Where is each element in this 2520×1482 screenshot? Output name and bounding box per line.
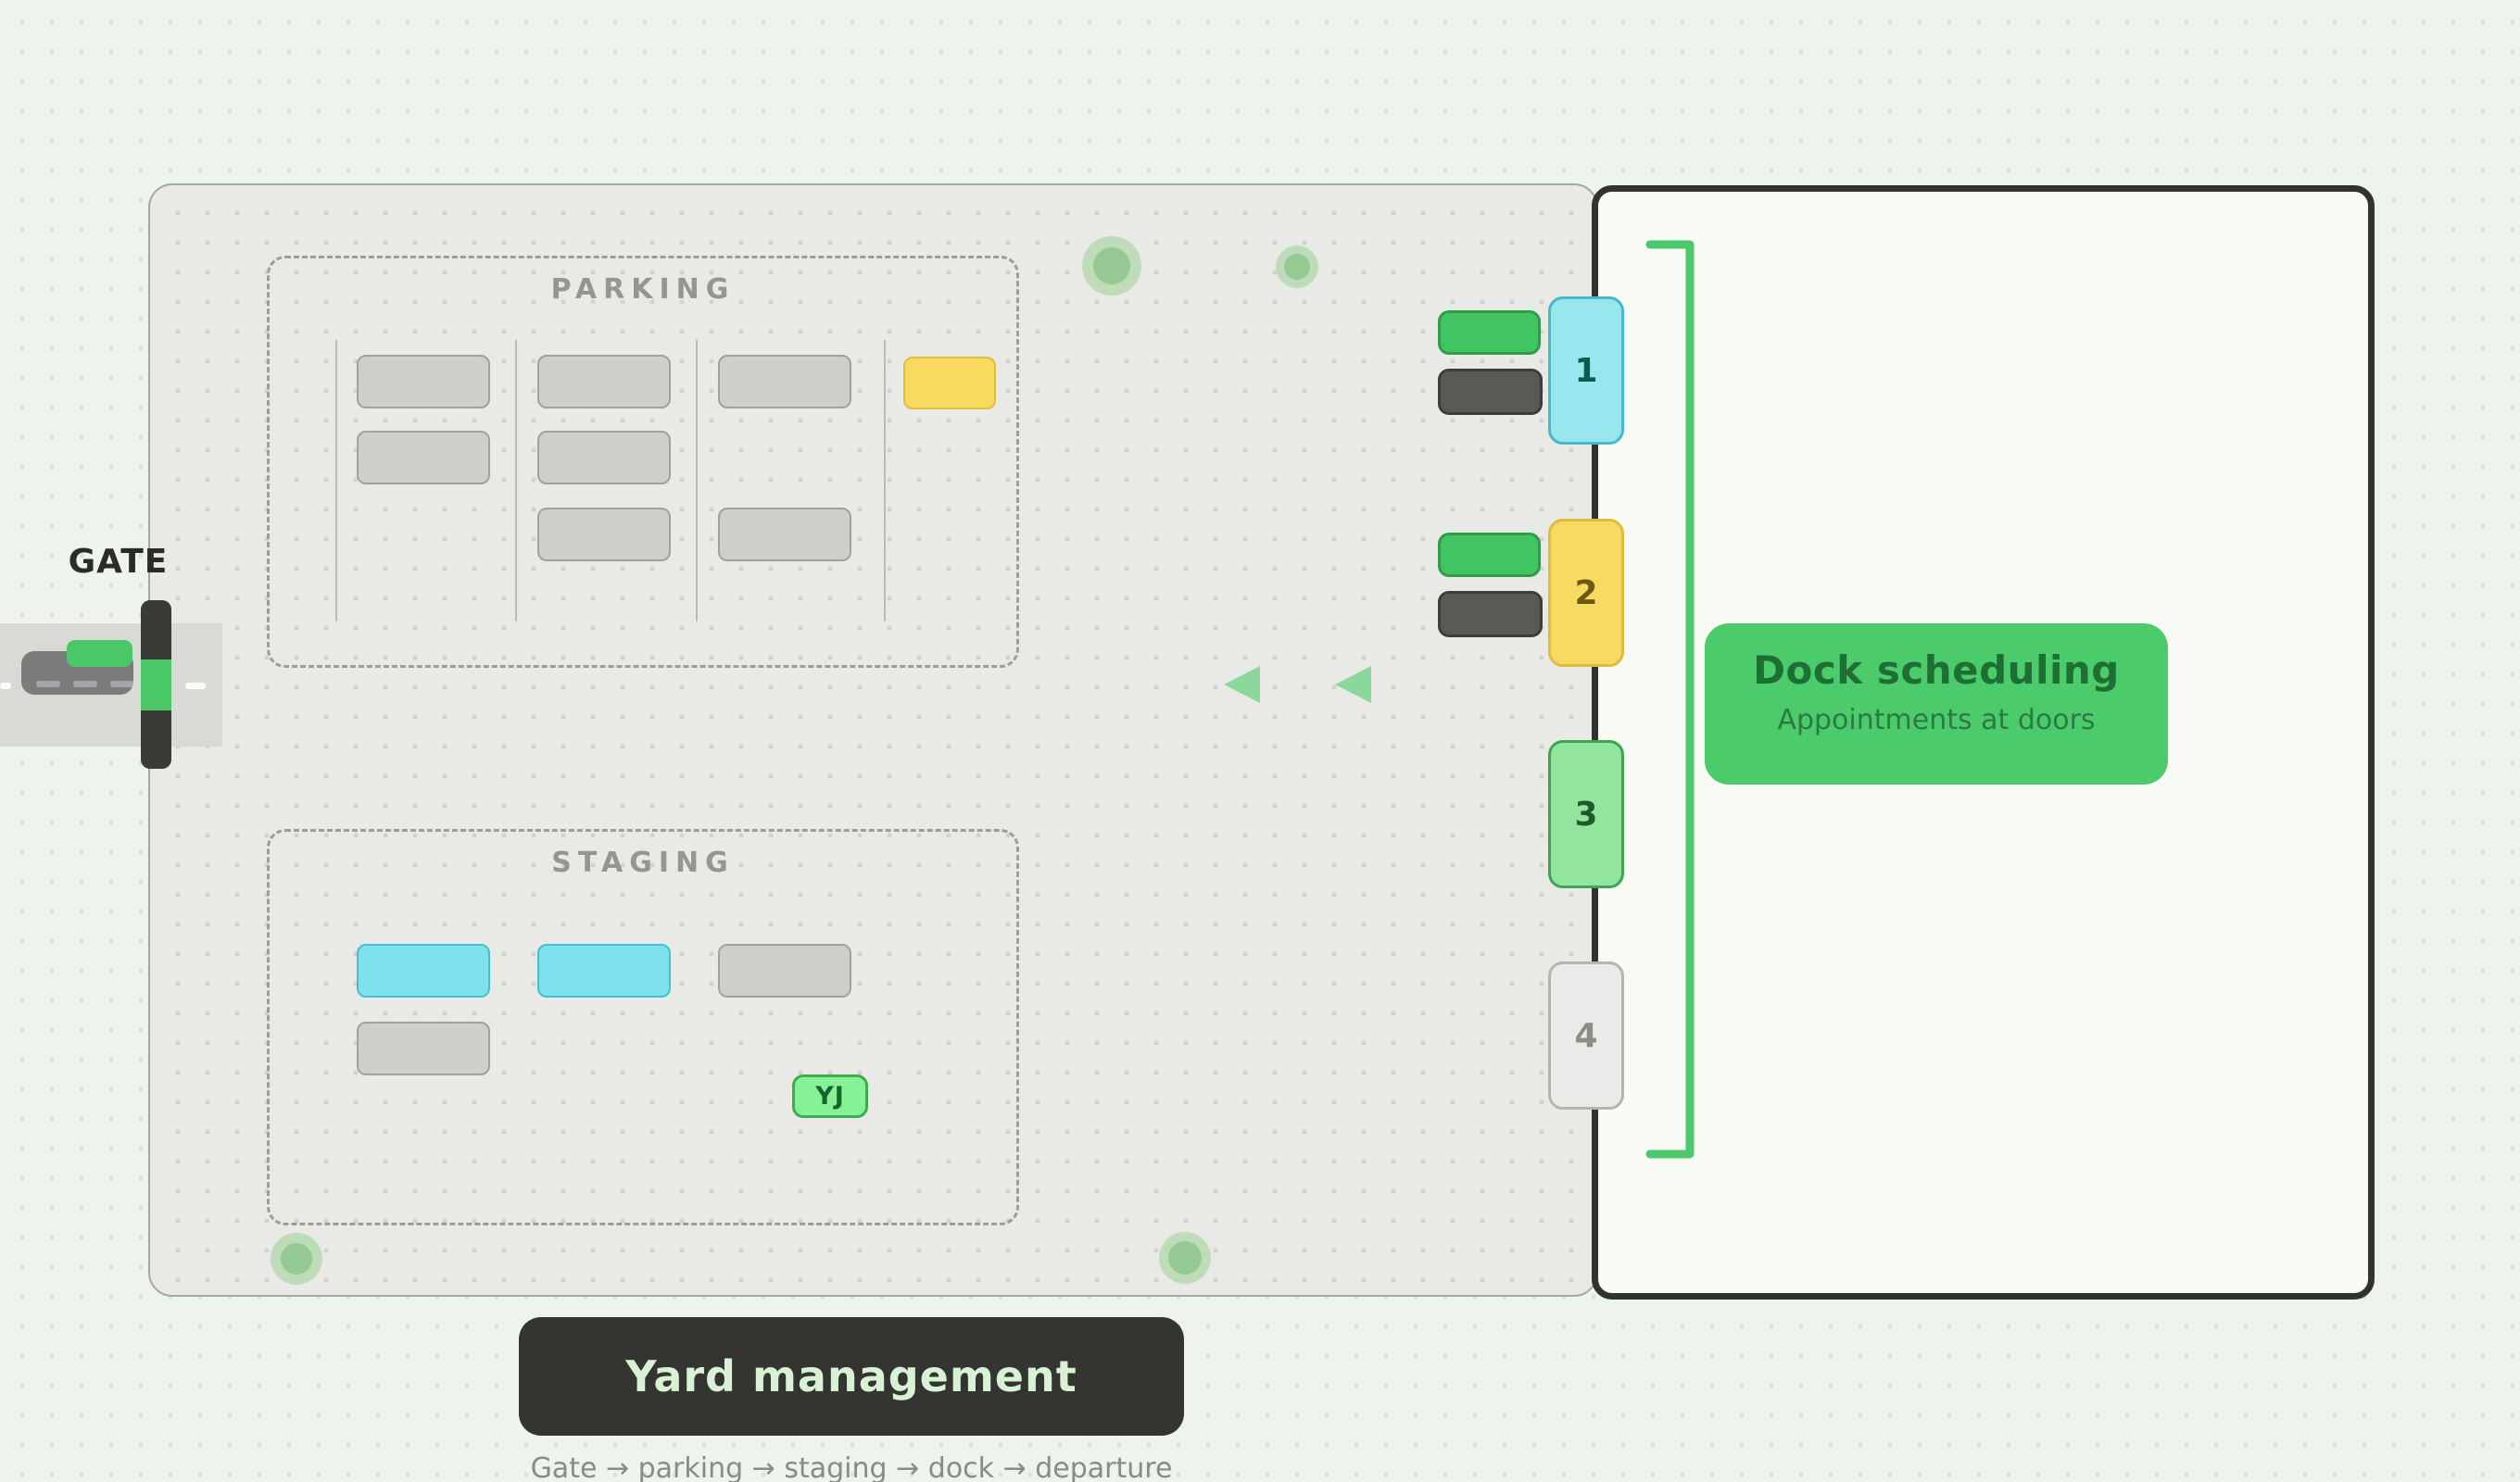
yard-jockey-badge[interactable]: YJ bbox=[792, 1074, 868, 1118]
gate-barrier-open-segment bbox=[141, 659, 171, 710]
dock-door-2[interactable]: 2 bbox=[1548, 519, 1624, 667]
gate-label: GATE bbox=[68, 543, 169, 581]
parking-slot[interactable] bbox=[357, 355, 490, 408]
parking-slot[interactable] bbox=[537, 508, 671, 561]
doors-bracket bbox=[1645, 240, 1695, 1159]
parking-slot[interactable] bbox=[718, 355, 851, 408]
flow-arrow-left-icon bbox=[1224, 666, 1260, 703]
yard-jockey-label: YJ bbox=[815, 1082, 845, 1111]
dock-door-4[interactable]: 4 bbox=[1548, 961, 1624, 1110]
road-centerline-dash bbox=[185, 683, 206, 689]
parking-lane-divider bbox=[335, 340, 337, 622]
activity-dot bbox=[271, 1233, 322, 1285]
truck-at-door-green[interactable] bbox=[1438, 310, 1541, 355]
parking-lane-divider bbox=[515, 340, 517, 622]
staging-slot[interactable] bbox=[537, 944, 671, 998]
dock-door-number: 4 bbox=[1574, 1016, 1598, 1055]
staging-slot[interactable] bbox=[718, 944, 851, 998]
dock-scheduling-title: Dock scheduling bbox=[1753, 647, 2120, 693]
flow-arrow-left-icon bbox=[1335, 666, 1371, 703]
staging-slot[interactable] bbox=[357, 1022, 490, 1075]
activity-dot bbox=[1159, 1232, 1211, 1284]
parking-slot[interactable] bbox=[718, 508, 851, 561]
staging-zone-label: STAGING bbox=[551, 847, 735, 879]
road-centerline-dash bbox=[0, 683, 11, 689]
yard-management-title: Yard management bbox=[625, 1351, 1077, 1401]
truck-at-door-green[interactable] bbox=[1438, 533, 1541, 577]
truck-at-door-dark[interactable] bbox=[1438, 369, 1543, 415]
dock-door-1[interactable]: 1 bbox=[1548, 296, 1624, 445]
parking-lane-divider bbox=[884, 340, 886, 622]
dock-door-number: 3 bbox=[1574, 795, 1598, 834]
parking-zone-label: PARKING bbox=[550, 273, 736, 306]
dock-door-3[interactable]: 3 bbox=[1548, 740, 1624, 888]
flow-caption: Gate → parking → staging → dock → depart… bbox=[530, 1452, 1173, 1482]
parking-slot[interactable] bbox=[537, 431, 671, 484]
truck-at-gate-green[interactable] bbox=[67, 640, 132, 667]
parking-lane-divider bbox=[696, 340, 698, 622]
dock-scheduling-card: Dock scheduling Appointments at doors bbox=[1705, 623, 2168, 785]
parking-slot-reserved[interactable] bbox=[903, 357, 996, 409]
activity-dot bbox=[1276, 245, 1318, 288]
gate-barrier[interactable] bbox=[141, 600, 171, 769]
parking-slot[interactable] bbox=[357, 431, 490, 484]
dock-door-number: 1 bbox=[1574, 351, 1598, 390]
parking-slot[interactable] bbox=[537, 355, 671, 408]
yard-management-title-card: Yard management bbox=[519, 1317, 1184, 1436]
dock-door-number: 2 bbox=[1574, 573, 1598, 612]
dock-scheduling-subtitle: Appointments at doors bbox=[1777, 704, 2096, 736]
parking-zone: PARKING bbox=[267, 256, 1019, 668]
staging-slot[interactable] bbox=[357, 944, 490, 998]
truck-at-door-dark[interactable] bbox=[1438, 591, 1543, 637]
activity-dot bbox=[1082, 236, 1141, 295]
staging-zone: STAGING bbox=[267, 829, 1019, 1225]
